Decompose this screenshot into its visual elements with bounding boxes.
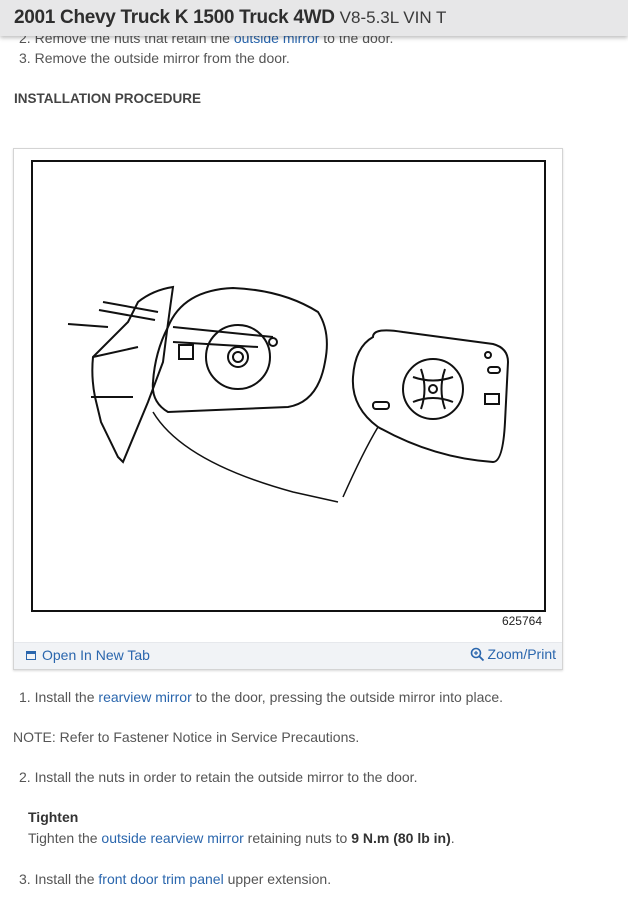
install-step-1: 1. Install the rearview mirror to the do…	[19, 689, 504, 705]
figure-card: 625764 Open In New Tab Zoom/Print	[13, 148, 563, 670]
install-step-2: 2. Install the nuts in order to retain t…	[19, 769, 418, 785]
engine-subtitle: V8-5.3L VIN T	[339, 8, 447, 27]
rearview-mirror-link[interactable]: rearview mirror	[98, 689, 192, 705]
fastener-note: NOTE: Refer to Fastener Notice in Servic…	[13, 729, 360, 745]
zoom-in-icon	[470, 647, 484, 661]
mirror-diagram	[67, 285, 510, 503]
page-header: 2001 Chevy Truck K 1500 Truck 4WD V8-5.3…	[0, 0, 628, 36]
install-step-3: 3. Install the front door trim panel upp…	[19, 871, 332, 887]
zoom-print-button[interactable]: Zoom/Print	[470, 646, 556, 662]
front-door-trim-panel-link[interactable]: front door trim panel	[98, 871, 224, 887]
outside-rearview-mirror-link[interactable]: outside rearview mirror	[101, 830, 244, 846]
open-in-new-tab-button[interactable]: Open In New Tab	[26, 647, 150, 663]
figure-number: 625764	[501, 614, 542, 628]
tighten-spec: Tighten the outside rearview mirror reta…	[28, 830, 455, 846]
installation-heading: INSTALLATION PROCEDURE	[14, 91, 201, 106]
open-new-tab-icon	[26, 650, 36, 660]
tighten-label: Tighten	[28, 809, 79, 825]
vehicle-title: 2001 Chevy Truck K 1500 Truck 4WD	[14, 7, 335, 28]
torque-value: 9 N.m (80 lb in)	[351, 830, 451, 846]
mirror-illustration	[31, 160, 546, 612]
figure-toolbar: Open In New Tab Zoom/Print	[14, 642, 562, 669]
removal-step-3: 3. Remove the outside mirror from the do…	[19, 50, 290, 66]
